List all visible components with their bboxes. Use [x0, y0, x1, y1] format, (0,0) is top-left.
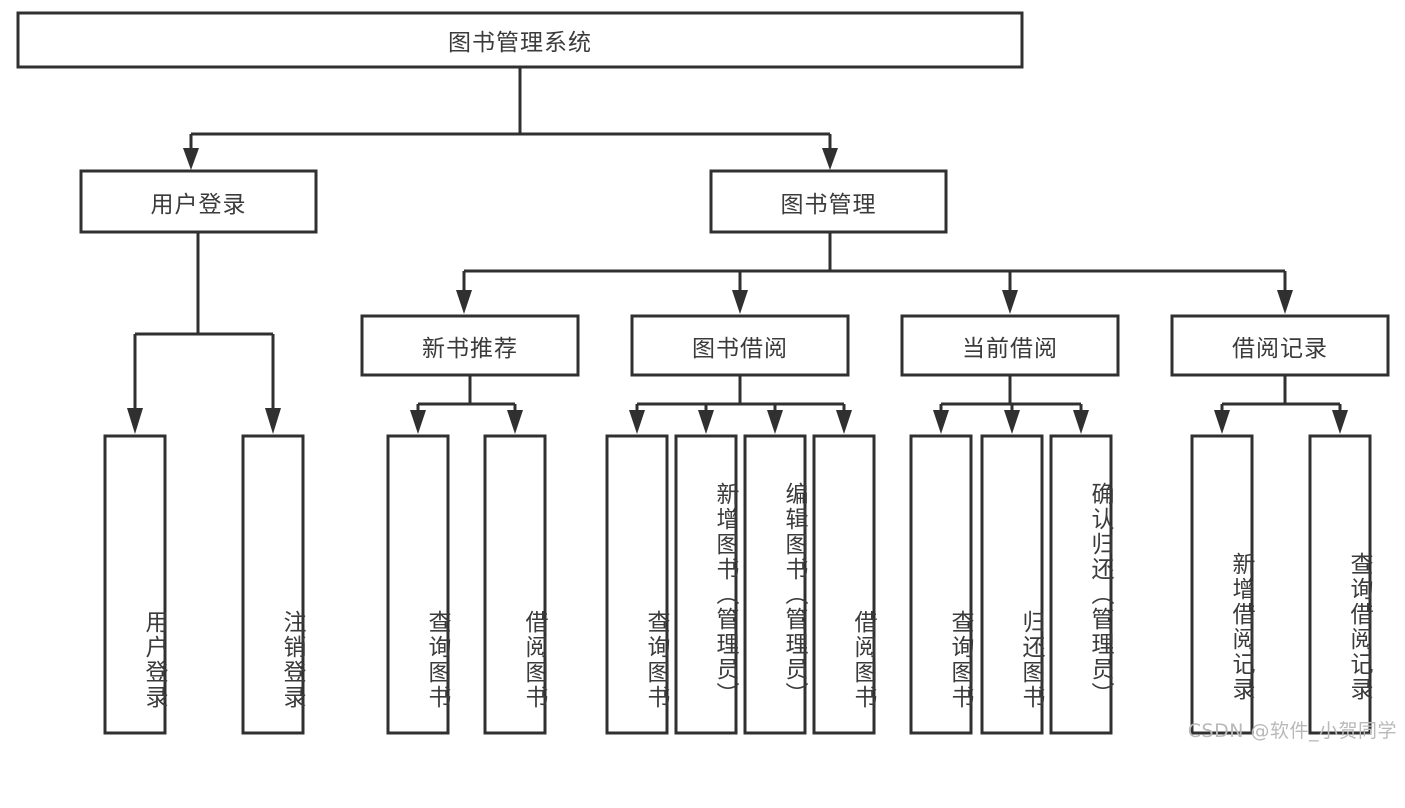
edge-layer	[127, 67, 1348, 434]
node-box-leaf-query-book-recommend[interactable]	[386, 434, 450, 735]
node-box-leaf-query-book-current[interactable]	[909, 434, 973, 735]
node-box-leaf-borrow-book-recommend[interactable]	[483, 434, 547, 735]
arrow-borrow-to-leaf1	[629, 410, 645, 434]
node-box-user-login[interactable]	[79, 169, 318, 234]
node-box-new-book-recommend[interactable]	[360, 314, 580, 377]
node-layer	[16, 11, 1390, 735]
node-box-current-borrow[interactable]	[900, 314, 1120, 377]
arrow-current-to-leaf1	[933, 410, 949, 434]
node-box-leaf-add-book-admin[interactable]	[674, 434, 738, 735]
node-box-leaf-query-book-borrow[interactable]	[605, 434, 669, 735]
node-box-leaf-query-borrow-record[interactable]	[1308, 434, 1372, 735]
arrow-bookmgmt-to-recommend	[456, 290, 472, 314]
arrow-root-to-user-login	[183, 148, 199, 170]
diagram-canvas: 图书管理系统 用户登录 图书管理 新书推荐 图书借阅 当前借阅 借阅记录 用户登…	[16, 11, 1397, 742]
arrow-borrow-to-leaf2	[698, 410, 714, 434]
node-box-leaf-borrow-book[interactable]	[812, 434, 876, 735]
arrow-bookmgmt-to-borrow	[732, 290, 748, 314]
arrow-current-to-leaf2	[1004, 410, 1020, 434]
diagram-svg	[16, 11, 1390, 735]
arrow-record-to-leaf2	[1332, 410, 1348, 434]
arrow-bookmgmt-to-record	[1277, 290, 1293, 314]
node-box-leaf-user-login[interactable]	[103, 434, 167, 735]
node-box-book-management[interactable]	[709, 169, 948, 234]
arrow-recommend-to-leaf1	[410, 410, 426, 434]
node-box-book-borrow[interactable]	[630, 314, 850, 377]
arrow-borrow-to-leaf4	[836, 410, 852, 434]
arrow-userlogin-to-leaf1	[127, 408, 143, 434]
arrow-bookmgmt-to-current	[1002, 290, 1018, 314]
arrow-root-to-book-management	[822, 148, 838, 170]
arrow-record-to-leaf1	[1214, 410, 1230, 434]
arrow-recommend-to-leaf2	[507, 410, 523, 434]
node-box-leaf-return-book[interactable]	[980, 434, 1044, 735]
node-box-leaf-confirm-return-admin[interactable]	[1049, 434, 1113, 735]
arrow-borrow-to-leaf3	[767, 410, 783, 434]
node-box-borrow-record[interactable]	[1170, 314, 1390, 377]
arrow-current-to-leaf3	[1073, 410, 1089, 434]
node-box-leaf-edit-book-admin[interactable]	[743, 434, 807, 735]
node-box-leaf-add-borrow-record[interactable]	[1190, 434, 1254, 735]
node-box-root[interactable]	[16, 11, 1024, 69]
arrow-userlogin-to-leaf2	[265, 408, 281, 434]
node-box-leaf-logout[interactable]	[241, 434, 305, 735]
